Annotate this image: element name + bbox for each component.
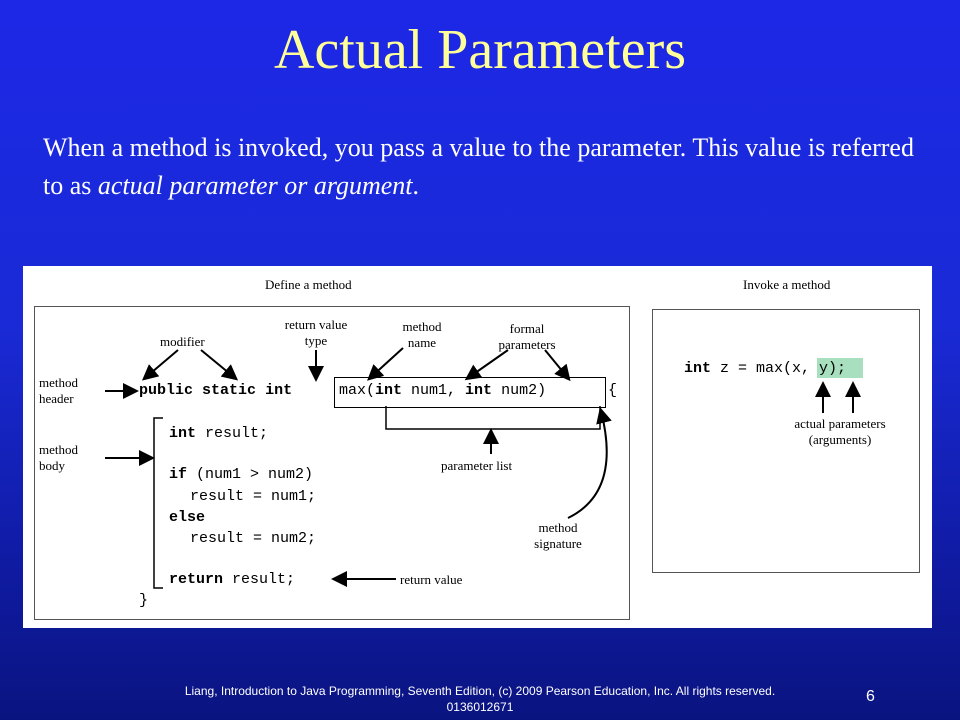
sig-max: max( bbox=[339, 382, 376, 399]
kw-return: return bbox=[169, 571, 224, 588]
sig-num2: num2) bbox=[492, 382, 547, 399]
label-formal-parameters-line2: parameters bbox=[498, 337, 556, 352]
label-method-body: method body bbox=[39, 442, 78, 474]
label-method-name-line2: name bbox=[407, 335, 437, 350]
intro-emphasis: actual parameter or argument bbox=[97, 171, 413, 200]
kw-static: static bbox=[202, 382, 257, 399]
method-signature-code: max(int num1, int num2) bbox=[339, 382, 546, 399]
method-header-code: public static int bbox=[139, 382, 292, 399]
label-actual-parameters-line2: (arguments) bbox=[808, 432, 872, 447]
sig-num1: num1, bbox=[402, 382, 466, 399]
invoke-arguments: x, y bbox=[792, 360, 829, 377]
method-body-bracket bbox=[153, 417, 163, 589]
label-method-header-line2: header bbox=[39, 391, 74, 406]
intro-text: When a method is invoked, you pass a val… bbox=[43, 129, 923, 205]
kw-if: if bbox=[169, 466, 188, 483]
arrow-method-name bbox=[367, 347, 404, 381]
label-actual-parameters-line1: actual parameters bbox=[794, 416, 886, 431]
diagram-arrows bbox=[105, 347, 861, 589]
arrow-modifier-static bbox=[200, 349, 239, 381]
label-method-signature: method signature bbox=[523, 520, 593, 552]
label-method-header: method header bbox=[39, 375, 78, 407]
label-return-value-type-line2: type bbox=[304, 333, 328, 348]
kw-int-return: int bbox=[265, 382, 293, 399]
invoke-call-prefix: z = max( bbox=[711, 360, 793, 377]
code-line-if: if (num1 > num2) bbox=[169, 466, 313, 483]
invoke-method-title: Invoke a method bbox=[743, 277, 831, 292]
label-method-name-line1: method bbox=[402, 319, 442, 334]
label-return-value-type: return value type bbox=[276, 317, 356, 349]
invoke-call-suffix: ); bbox=[828, 360, 847, 377]
label-return-value-type-line1: return value bbox=[284, 317, 348, 332]
label-actual-parameters: actual parameters (arguments) bbox=[775, 416, 905, 448]
code-line-declare: int result; bbox=[169, 425, 268, 442]
label-method-header-line1: method bbox=[39, 375, 78, 390]
slide-title: Actual Parameters bbox=[273, 19, 687, 81]
kw-public: public bbox=[139, 382, 194, 399]
label-method-name: method name bbox=[387, 319, 457, 351]
label-method-signature-line1: method bbox=[538, 520, 578, 535]
kw-int-param2: int bbox=[465, 382, 493, 399]
parameter-list-bracket bbox=[385, 406, 601, 430]
code-line-else: else bbox=[169, 509, 206, 526]
intro-text-end: . bbox=[412, 171, 420, 200]
code-line-assign2: result = num2; bbox=[190, 530, 317, 547]
arrow-formal-param2 bbox=[544, 349, 571, 382]
label-modifier: modifier bbox=[160, 334, 205, 349]
arrow-method-signature bbox=[567, 407, 612, 519]
label-parameter-list: parameter list bbox=[441, 458, 513, 473]
kw-int-param1: int bbox=[375, 382, 403, 399]
label-method-signature-line2: signature bbox=[534, 536, 582, 551]
method-diagram: Define a method Invoke a method modifier… bbox=[23, 266, 932, 628]
label-method-body-line2: body bbox=[39, 458, 65, 473]
intro-text-part: When a method is invoked, you pass a val… bbox=[43, 133, 914, 200]
kw-int-result: int bbox=[169, 425, 197, 442]
code-line-return: return result; bbox=[169, 571, 295, 588]
invoke-method-frame bbox=[652, 309, 920, 573]
kw-int-invoke: int bbox=[684, 360, 712, 377]
invoke-code: int z = max(x, y); bbox=[684, 360, 846, 377]
label-formal-parameters-line1: formal bbox=[509, 321, 545, 336]
code-return-value: result; bbox=[223, 571, 296, 588]
label-method-body-line1: method bbox=[39, 442, 78, 457]
define-method-frame bbox=[34, 306, 630, 620]
brace-close: } bbox=[139, 592, 149, 609]
label-return-value: return value bbox=[400, 572, 463, 587]
arrow-modifier-public bbox=[141, 349, 179, 381]
brace-open: { bbox=[608, 382, 618, 399]
arguments-highlight bbox=[817, 358, 863, 378]
slide-footer: Liang, Introduction to Java Programming,… bbox=[184, 684, 776, 714]
label-formal-parameters: formal parameters bbox=[485, 321, 569, 353]
code-if-condition: (num1 > num2) bbox=[187, 466, 314, 483]
page-number: 6 bbox=[866, 688, 875, 705]
arrow-formal-param1 bbox=[464, 349, 509, 381]
define-method-title: Define a method bbox=[265, 277, 352, 292]
code-line-assign1: result = num1; bbox=[190, 488, 317, 505]
code-result-decl: result; bbox=[196, 425, 269, 442]
